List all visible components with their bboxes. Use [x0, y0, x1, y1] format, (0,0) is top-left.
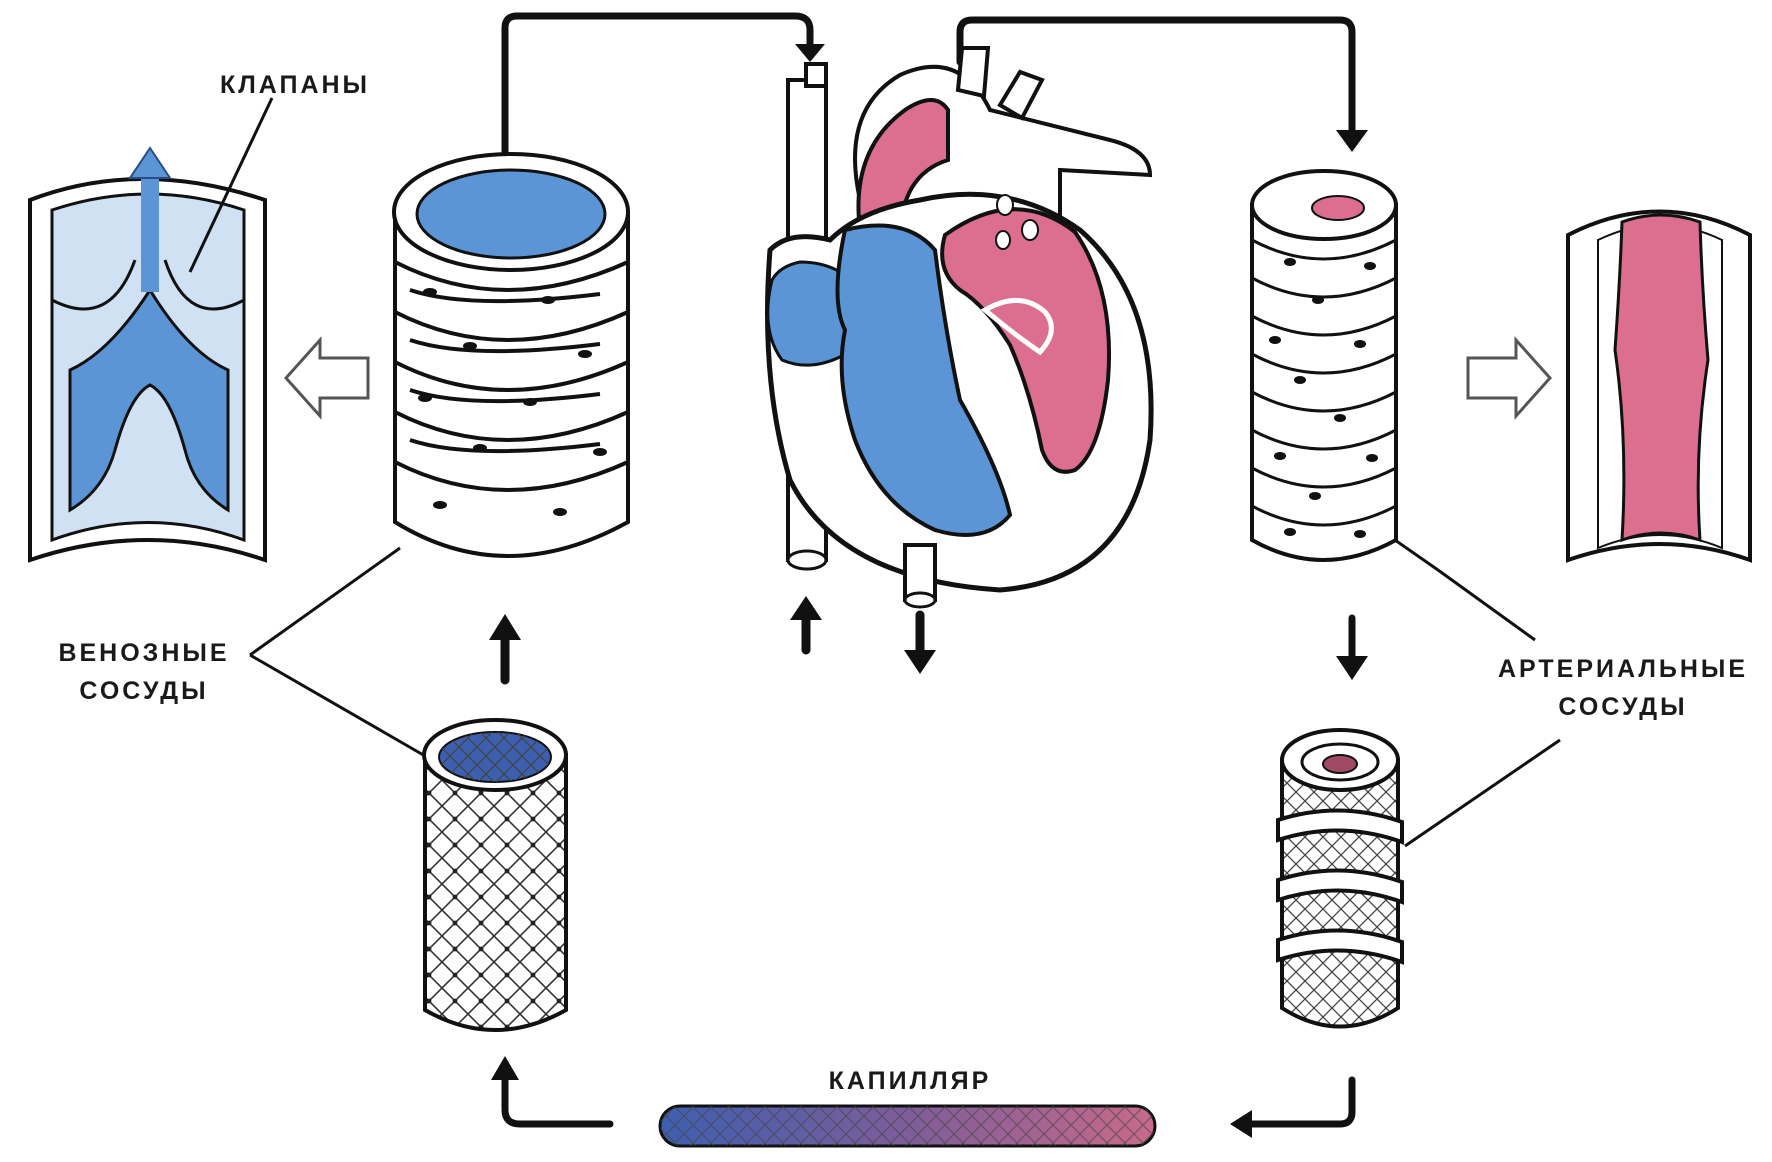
arterial-label-line2: СОСУДЫ — [1478, 688, 1768, 726]
arterial-vessels-label: АРТЕРИАЛЬНЫЕ СОСУДЫ — [1478, 650, 1768, 726]
heart — [768, 48, 1152, 607]
capillary-tube — [660, 1106, 1155, 1146]
arteriole-cylinder — [1278, 730, 1402, 1027]
hollow-arrow-artery-section — [1468, 340, 1550, 416]
venous-label-line2: СОСУДЫ — [38, 672, 250, 710]
arterial-label-line1: АРТЕРИАЛЬНЫЕ — [1478, 650, 1768, 688]
flow-arrow-arteriole-to-capillary — [1230, 1080, 1352, 1138]
artery-cylinder — [1252, 171, 1396, 560]
venous-label-line1: ВЕНОЗНЫЕ — [38, 634, 250, 672]
valves-label: КЛАПАНЫ — [200, 66, 390, 104]
venous-vessels-label: ВЕНОЗНЫЕ СОСУДЫ — [38, 634, 250, 710]
hollow-arrow-vein-section — [286, 340, 368, 416]
vein-section-with-valves — [30, 148, 265, 560]
flow-arrow-venule-to-vein — [489, 614, 521, 680]
venule-cylinder — [424, 720, 566, 1030]
flow-arrow-out-of-heart — [904, 615, 936, 674]
flow-arrow-artery-to-arteriole — [1336, 618, 1368, 680]
venous-pointer-lines — [250, 548, 432, 760]
vein-cylinder — [394, 154, 628, 556]
flow-arrow-capillary-to-venule — [491, 1056, 610, 1124]
flow-arrow-into-vena-cava — [790, 596, 822, 650]
artery-section — [1568, 212, 1750, 561]
capillary-label: КАПИЛЛЯР — [800, 1062, 1020, 1100]
